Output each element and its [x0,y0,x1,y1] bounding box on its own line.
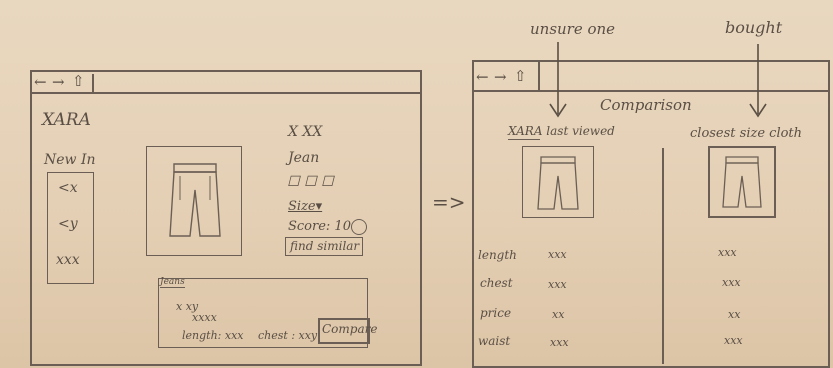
left-toolbar-divider [30,92,422,94]
row-label-waist: waist [478,334,511,348]
right-nav-separator [538,62,540,90]
side-menu-item[interactable]: xxx [56,252,80,268]
find-similar-label: find similar [290,239,360,253]
comparison-title: Comparison [600,96,692,114]
column-header-last-viewed: XARA last viewed [508,124,615,138]
pants-icon [722,156,762,208]
side-menu [47,172,94,284]
score-info-icon[interactable] [351,219,367,235]
row-value-b: xx [728,308,741,321]
column-divider [662,148,664,364]
right-back-button[interactable]: ← [476,68,489,86]
row-label-length: length [478,248,517,262]
brand-logo[interactable]: XARA [42,110,91,130]
left-nav-separator [92,74,94,92]
compare-panel [158,278,368,348]
annotation-arrow-bought [749,44,767,118]
side-menu-item[interactable]: <x [58,180,78,196]
pants-icon [537,156,579,210]
left-home-button[interactable]: ⇧ [72,72,85,90]
panel-tag: Jeans [160,277,185,288]
product-image-frame [146,146,242,256]
left-window [30,70,422,366]
row-label-chest: chest [480,276,513,290]
right-toolbar-divider [472,90,830,92]
pants-icon [169,163,221,237]
color-swatches[interactable]: ☐ ☐ ☐ [287,174,334,190]
compare-button[interactable] [318,318,370,344]
annotation-arrow-unsure [549,42,567,118]
header-underline [508,139,540,140]
product-name: Jean [288,150,320,166]
size-select[interactable]: Size▾ [288,199,323,214]
row-label-price: price [480,306,512,320]
panel-chest: chest : xxy [258,329,318,342]
row-value-a: xxx [548,278,567,291]
panel-line-2: xxxx [192,311,217,324]
row-value-a: xxx [550,336,569,349]
compare-label: Compare [322,322,378,336]
row-value-b: xxx [722,276,741,289]
row-value-b: xxx [724,334,743,347]
closest-image-frame [708,146,776,218]
row-value-a: xxx [548,248,567,261]
panel-length: length: xxx [182,329,244,342]
new-in-link[interactable]: New In [44,152,96,168]
annotation-unsure: unsure one [530,20,616,38]
left-forward-button[interactable]: → [52,73,65,91]
annotation-bought: bought [725,18,783,37]
side-menu-item[interactable]: <y [58,216,78,232]
right-window [472,60,830,368]
transition-arrow: => [432,190,466,214]
product-title: X XX [288,124,323,140]
right-forward-button[interactable]: → [494,68,507,86]
last-viewed-image-frame [522,146,594,218]
panel-line-1: x xy [176,300,199,313]
row-value-a: xx [552,308,565,321]
find-similar-button[interactable] [285,237,363,256]
score-label: Score: 10 [288,219,351,234]
column-header-closest: closest size cloth [690,126,803,141]
row-value-b: xxx [718,246,737,259]
right-home-button[interactable]: ⇧ [514,67,527,85]
left-back-button[interactable]: ← [34,73,47,91]
